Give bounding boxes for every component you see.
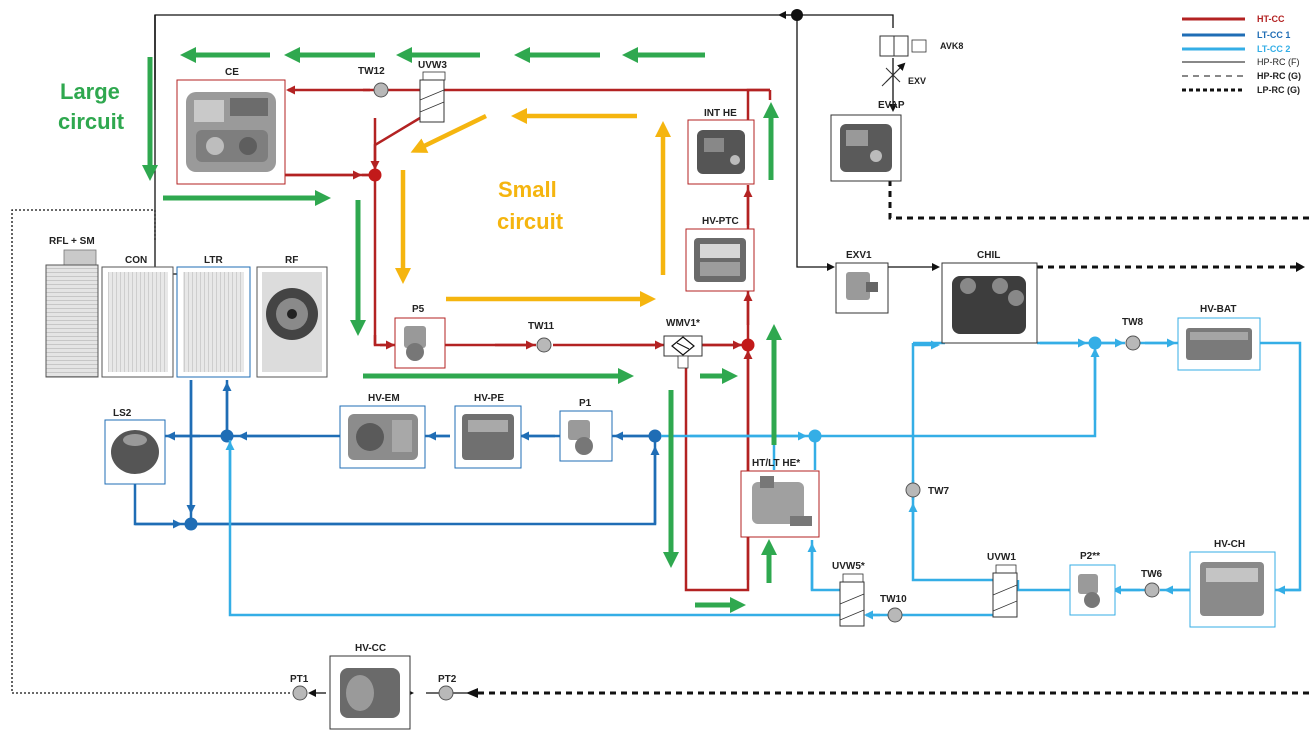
- component-hv-ptc: HV-PTC: [686, 216, 754, 291]
- valve-wmv1: WMV1*: [664, 318, 702, 368]
- legend-label: LT-CC 1: [1257, 30, 1290, 40]
- hv-ptc-label: HV-PTC: [702, 216, 739, 227]
- ht-junction: [742, 339, 755, 352]
- pump-p5: P5: [395, 304, 445, 368]
- legend-label: HP-RC (G): [1257, 71, 1301, 81]
- component-hv-em: HV-EM: [340, 393, 425, 468]
- legend: HT-CC LT-CC 1 LT-CC 2 HP-RC (F) HP-RC (G…: [1182, 14, 1301, 95]
- uvw1-label: UVW1: [987, 552, 1016, 563]
- uvw3-label: UVW3: [418, 60, 447, 71]
- refrigerant-junction: [791, 9, 803, 21]
- lt1-junction: [185, 518, 198, 531]
- uvw5-label: UVW5*: [832, 561, 865, 572]
- p1-label: P1: [579, 398, 592, 409]
- int-he-label: INT HE: [704, 108, 737, 119]
- sensor-tw7: TW7: [906, 483, 950, 497]
- component-exv1: EXV1: [836, 250, 888, 313]
- component-rfl-sm: RFL + SM: [46, 236, 98, 377]
- sensor-tw8: TW8: [1122, 317, 1144, 350]
- hv-ch-label: HV-CH: [1214, 539, 1245, 550]
- component-chil: CHIL: [942, 250, 1037, 343]
- pump-p1: P1: [560, 398, 612, 461]
- component-con: CON: [102, 255, 173, 377]
- small-circuit-label: Small: [498, 177, 557, 202]
- large-circuit-label: Large: [60, 79, 120, 104]
- valve-uvw1: UVW1: [987, 552, 1017, 617]
- ltr-label: LTR: [204, 255, 223, 266]
- legend-label: LT-CC 2: [1257, 44, 1290, 54]
- large-circuit-label: circuit: [58, 109, 125, 134]
- evap-label: EVAP: [878, 100, 905, 111]
- component-ht-lt-he: HT/LT HE*: [741, 458, 819, 537]
- component-ce: CE: [177, 67, 285, 184]
- sensor-pt2: PT2: [438, 674, 457, 700]
- lt2-junction: [809, 430, 822, 443]
- p2-label: P2**: [1080, 551, 1100, 562]
- hv-em-label: HV-EM: [368, 393, 400, 404]
- valve-uvw3: UVW3: [418, 60, 447, 122]
- pt1-label: PT1: [290, 674, 309, 685]
- valve-avk8: AVK8: [880, 36, 963, 56]
- tw10-label: TW10: [880, 594, 907, 605]
- tw8-label: TW8: [1122, 317, 1144, 328]
- component-int-he: INT HE: [688, 108, 754, 184]
- rf-label: RF: [285, 255, 298, 266]
- exv-label: EXV: [908, 76, 926, 86]
- tw6-label: TW6: [1141, 569, 1163, 580]
- exv1-label: EXV1: [846, 250, 872, 261]
- component-evap: EVAP: [831, 100, 905, 181]
- chil-label: CHIL: [977, 250, 1000, 261]
- tw11-label: TW11: [528, 321, 555, 332]
- sensor-tw12: TW12: [358, 66, 388, 97]
- sensor-tw10: TW10: [880, 594, 907, 622]
- avk8-label: AVK8: [940, 41, 963, 51]
- hv-bat-label: HV-BAT: [1200, 304, 1236, 315]
- component-hv-pe: HV-PE: [455, 393, 521, 468]
- sensor-pt1: PT1: [290, 674, 309, 700]
- sensor-tw6: TW6: [1141, 569, 1163, 597]
- sensor-tw11: TW11: [528, 321, 555, 352]
- rfl-sm-label: RFL + SM: [49, 236, 95, 247]
- pt2-label: PT2: [438, 674, 457, 685]
- small-circuit-label: circuit: [497, 209, 564, 234]
- component-hv-bat: HV-BAT: [1178, 304, 1260, 370]
- tw12-label: TW12: [358, 66, 385, 77]
- pump-p2: P2**: [1070, 551, 1115, 615]
- component-hv-cc: HV-CC: [330, 643, 410, 729]
- lt1-junction: [649, 430, 662, 443]
- legend-label: HP-RC (F): [1257, 57, 1300, 67]
- tw7-label: TW7: [928, 486, 950, 497]
- ht-lt-he-label: HT/LT HE*: [752, 458, 800, 469]
- ce-label: CE: [225, 67, 239, 78]
- component-rf: RF: [257, 255, 327, 377]
- legend-label: LP-RC (G): [1257, 85, 1300, 95]
- lt2-junction: [1089, 337, 1102, 350]
- legend-label: HT-CC: [1257, 14, 1285, 24]
- hv-cc-label: HV-CC: [355, 643, 386, 654]
- hv-pe-label: HV-PE: [474, 393, 504, 404]
- con-label: CON: [125, 255, 147, 266]
- valve-exv: EXV: [882, 64, 926, 86]
- component-hv-ch: HV-CH: [1190, 539, 1275, 627]
- lt1-junction: [221, 430, 234, 443]
- ls2-label: LS2: [113, 408, 132, 419]
- component-ltr: LTR: [177, 255, 250, 377]
- wmv1-label: WMV1*: [666, 318, 700, 329]
- p5-label: P5: [412, 304, 425, 315]
- component-ls2: LS2: [105, 408, 165, 484]
- small-circuit-arrows: [403, 116, 663, 299]
- ht-junction: [369, 169, 382, 182]
